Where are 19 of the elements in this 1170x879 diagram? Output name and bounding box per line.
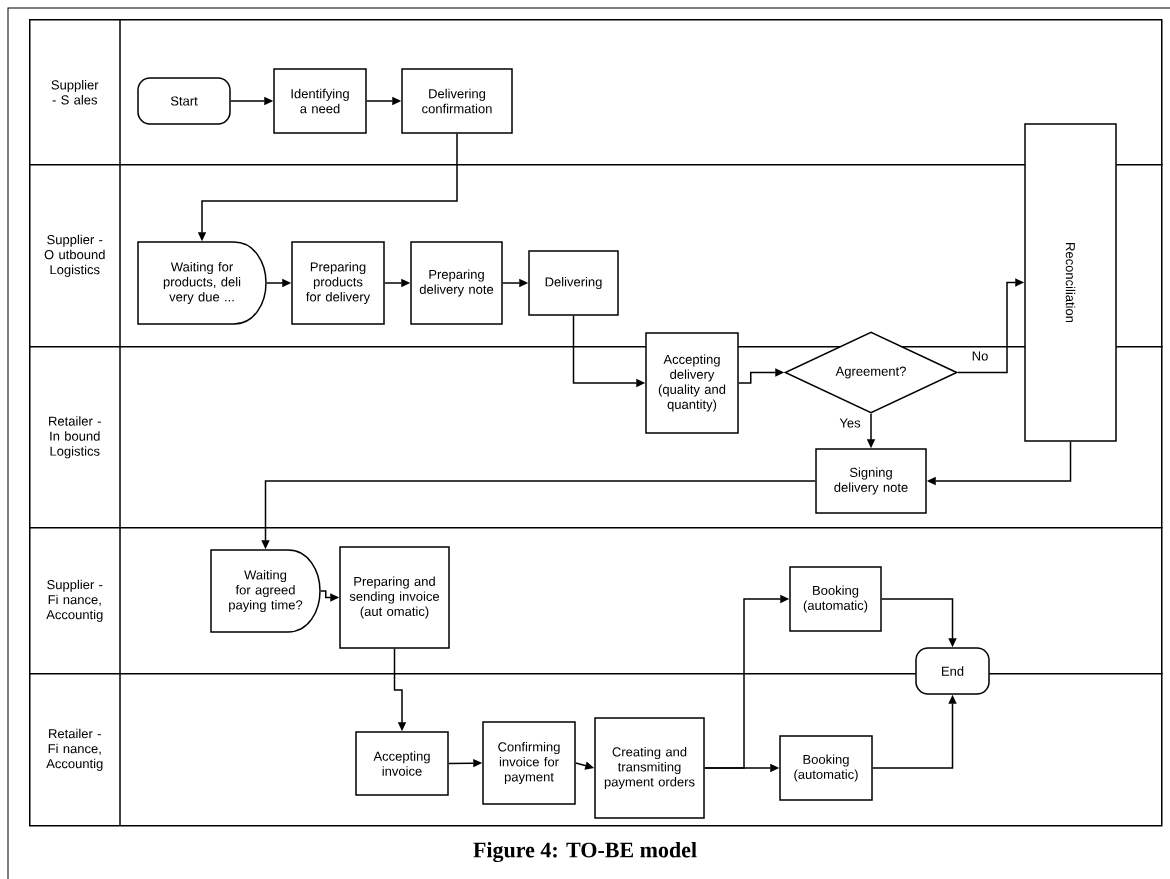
- process-box: Booking (automatic): [789, 566, 882, 632]
- process-box: Preparing delivery note: [410, 241, 503, 325]
- process-box: Identifying a need: [273, 68, 367, 134]
- process-box: Delivering: [528, 250, 619, 316]
- process-box: Creating and transmiting payment orders: [594, 717, 705, 819]
- process-box: Signing delivery note: [815, 448, 927, 514]
- process-box: Preparing products for delivery: [291, 241, 385, 325]
- process-box: Preparing and sending invoice (aut omatic): [339, 546, 450, 649]
- terminator: Start: [137, 77, 231, 125]
- process-box: Booking (automatic): [779, 735, 873, 801]
- edge-label: No: [970, 350, 990, 362]
- process-box: Delivering confirmation: [401, 68, 513, 134]
- terminator: End: [915, 647, 990, 695]
- process-box: Reconciliation: [1024, 123, 1117, 442]
- process-box: Accepting delivery (quality and quantity): [645, 332, 739, 434]
- process-box: Confirming invoice for payment: [482, 721, 576, 805]
- caption: Figure 4: TO-BE model: [473, 841, 697, 863]
- edge-label: Yes: [838, 417, 862, 429]
- process-box: Accepting invoice: [355, 731, 449, 796]
